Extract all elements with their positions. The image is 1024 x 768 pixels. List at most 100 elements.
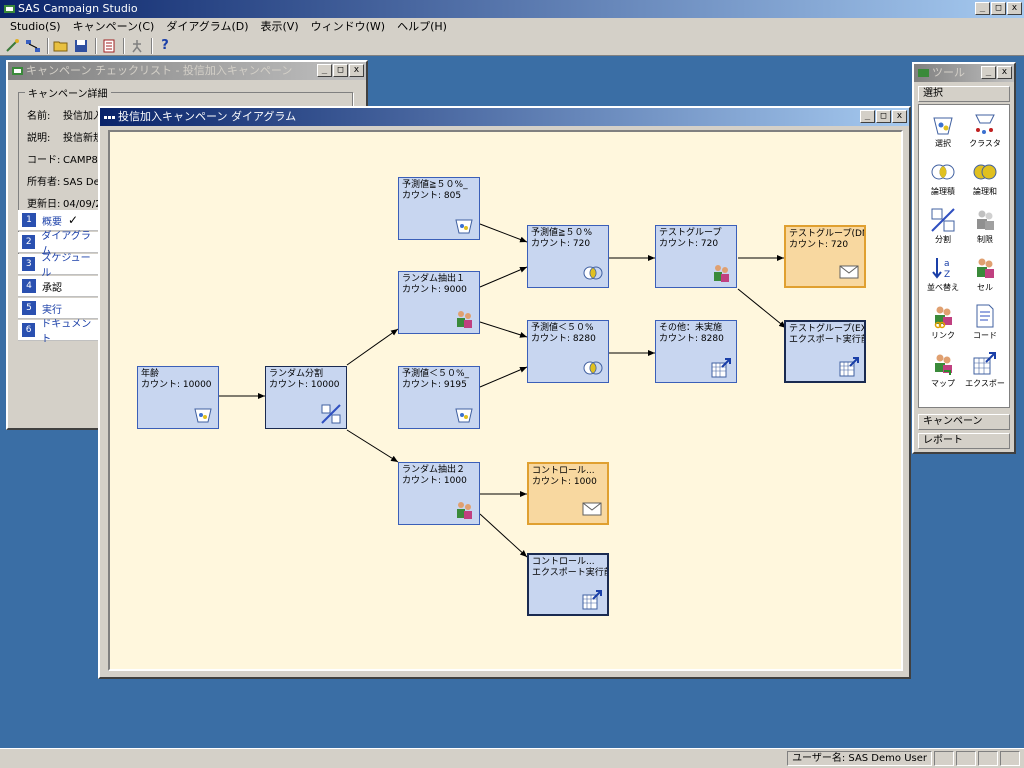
tools-section-report[interactable]: レポート <box>918 433 1010 449</box>
properties-button[interactable] <box>100 37 118 55</box>
maximize-button[interactable]: □ <box>991 2 1006 15</box>
campaign-diagram-window: 投信加入キャンペーン ダイアグラム _ □ x <box>98 106 911 679</box>
tool-select[interactable]: 選択 <box>923 109 963 153</box>
tools-section-select[interactable]: 選択 <box>918 86 1010 102</box>
tools-title-bar[interactable]: ツール _ x <box>914 64 1014 82</box>
node-pred-lt50-b[interactable]: 予測値＜５０%カウント: 8280 <box>527 320 609 383</box>
envelope-icon <box>839 265 859 279</box>
envelope-icon <box>582 502 602 516</box>
node-other[interactable]: その他：未実施カウント: 8280 <box>655 320 737 383</box>
tools-close-button[interactable]: x <box>997 66 1012 79</box>
edge-testgrp-testex <box>737 288 787 329</box>
node-pred-lt50-a[interactable]: 予測値＜５０%_カウント: 9195 <box>398 366 480 429</box>
tools-minimize-button[interactable]: _ <box>981 66 996 79</box>
diagram-connectors <box>218 223 787 558</box>
people-icon <box>457 502 472 519</box>
select-basket-icon <box>194 408 212 423</box>
people-icon <box>977 258 994 278</box>
tool-cluster[interactable]: クラスタ <box>965 109 1005 153</box>
run-button[interactable] <box>128 37 146 55</box>
menu-campaign[interactable]: キャンペーン(C) <box>72 20 155 33</box>
tool-and[interactable]: 論理積 <box>923 157 963 201</box>
node-control-2[interactable]: コントロール...エクスポート実行前 <box>527 553 609 616</box>
tool-cell[interactable]: セル <box>965 253 1005 297</box>
checklist-maximize-button[interactable]: □ <box>333 64 348 77</box>
tool-map[interactable]: マップ <box>923 349 963 393</box>
help-button[interactable]: ? <box>156 37 174 55</box>
node-test-group-ex[interactable]: テストグループ(EX)エクスポート実行前 <box>784 320 866 383</box>
tools-palette: 選択 クラスタ 論理積 論理和 分割 <box>918 104 1010 408</box>
node-test-group-dm[interactable]: テストグループ(DM)カウント: 720 <box>784 225 866 288</box>
close-button[interactable]: x <box>1007 2 1022 15</box>
minimize-button[interactable]: _ <box>975 2 990 15</box>
node-pred-ge50-a[interactable]: 予測値≧５０%_カウント: 805 <box>398 177 480 240</box>
menu-window[interactable]: ウィンドウ(W) <box>310 20 386 33</box>
intersect-icon <box>583 266 603 280</box>
code-document-icon <box>976 304 994 328</box>
svg-text:Z: Z <box>944 270 950 280</box>
tool-code[interactable]: コード <box>965 301 1005 345</box>
edge-pred50a-pred50b <box>479 223 528 243</box>
status-cell-3 <box>978 751 998 766</box>
node-random-split[interactable]: ランダム分割カウント: 10000 <box>265 366 347 429</box>
properties-icon <box>103 39 115 52</box>
main-title: SAS Campaign Studio <box>18 2 138 15</box>
new-campaign-button[interactable] <box>4 37 22 55</box>
tool-split[interactable]: 分割 <box>923 205 963 249</box>
main-title-bar[interactable]: SAS Campaign Studio _ □ x <box>0 0 1024 18</box>
menu-diagram[interactable]: ダイアグラム(D) <box>166 20 249 33</box>
export-grid-icon <box>973 352 996 375</box>
intersect-icon <box>931 164 955 180</box>
tool-export[interactable]: エクスポー <box>965 349 1005 393</box>
open-button[interactable] <box>52 37 70 55</box>
diagram-minimize-button[interactable]: _ <box>860 110 875 123</box>
save-button[interactable] <box>72 37 90 55</box>
select-basket-icon <box>455 219 473 234</box>
diagram-close-button[interactable]: x <box>892 110 907 123</box>
tool-link[interactable]: リンク <box>923 301 963 345</box>
diagram-title-bar[interactable]: 投信加入キャンペーン ダイアグラム _ □ x <box>100 108 909 126</box>
edge-rand2-control2 <box>479 513 528 558</box>
people-icon <box>714 265 729 282</box>
link-people-icon <box>934 306 952 329</box>
figure-icon <box>132 39 142 52</box>
menu-studio[interactable]: Studio(S) <box>10 20 61 33</box>
tools-section-campaign[interactable]: キャンペーン <box>918 414 1010 430</box>
diagram-canvas[interactable]: 年齢カウント: 10000 ランダム分割カウント: 10000 予測値≧５０%_… <box>108 130 903 671</box>
tool-or[interactable]: 論理和 <box>965 157 1005 201</box>
cluster-icon <box>975 114 995 134</box>
edge-rand1-predlt2 <box>479 321 528 338</box>
tools-window: ツール _ x 選択 選択 クラスタ 論理積 <box>912 62 1016 454</box>
new-diagram-button[interactable] <box>24 37 42 55</box>
wand-icon <box>6 38 19 52</box>
diagram-maximize-button[interactable]: □ <box>876 110 891 123</box>
node-age[interactable]: 年齢カウント: 10000 <box>137 366 219 429</box>
checklist-title-bar[interactable]: キャンペーン チェックリスト - 投信加入キャンペーン _ □ x <box>8 62 366 80</box>
menu-view[interactable]: 表示(V) <box>260 20 299 33</box>
node-pred-ge50-b[interactable]: 予測値≧５０%カウント: 720 <box>527 225 609 288</box>
tool-limit[interactable]: 制限 <box>965 205 1005 249</box>
checklist-minimize-button[interactable]: _ <box>317 64 332 77</box>
field-description: 説明:投信新規 <box>27 133 103 144</box>
node-control-1[interactable]: コントロール...カウント: 1000 <box>527 462 609 525</box>
node-test-group[interactable]: テストグループカウント: 720 <box>655 225 737 288</box>
menu-bar: Studio(S) キャンペーン(C) ダイアグラム(D) 表示(V) ウィンド… <box>0 18 1024 36</box>
tools-icon <box>918 69 929 77</box>
export-grid-icon <box>711 358 731 378</box>
diagram-title: 投信加入キャンペーン ダイアグラム <box>118 110 297 123</box>
menu-help[interactable]: ヘルプ(H) <box>397 20 447 33</box>
edge-split-rand2 <box>346 429 399 463</box>
checklist-close-button[interactable]: x <box>349 64 364 77</box>
checklist-title: キャンペーン チェックリスト - 投信加入キャンペーン <box>26 64 293 77</box>
export-grid-icon <box>582 590 602 610</box>
